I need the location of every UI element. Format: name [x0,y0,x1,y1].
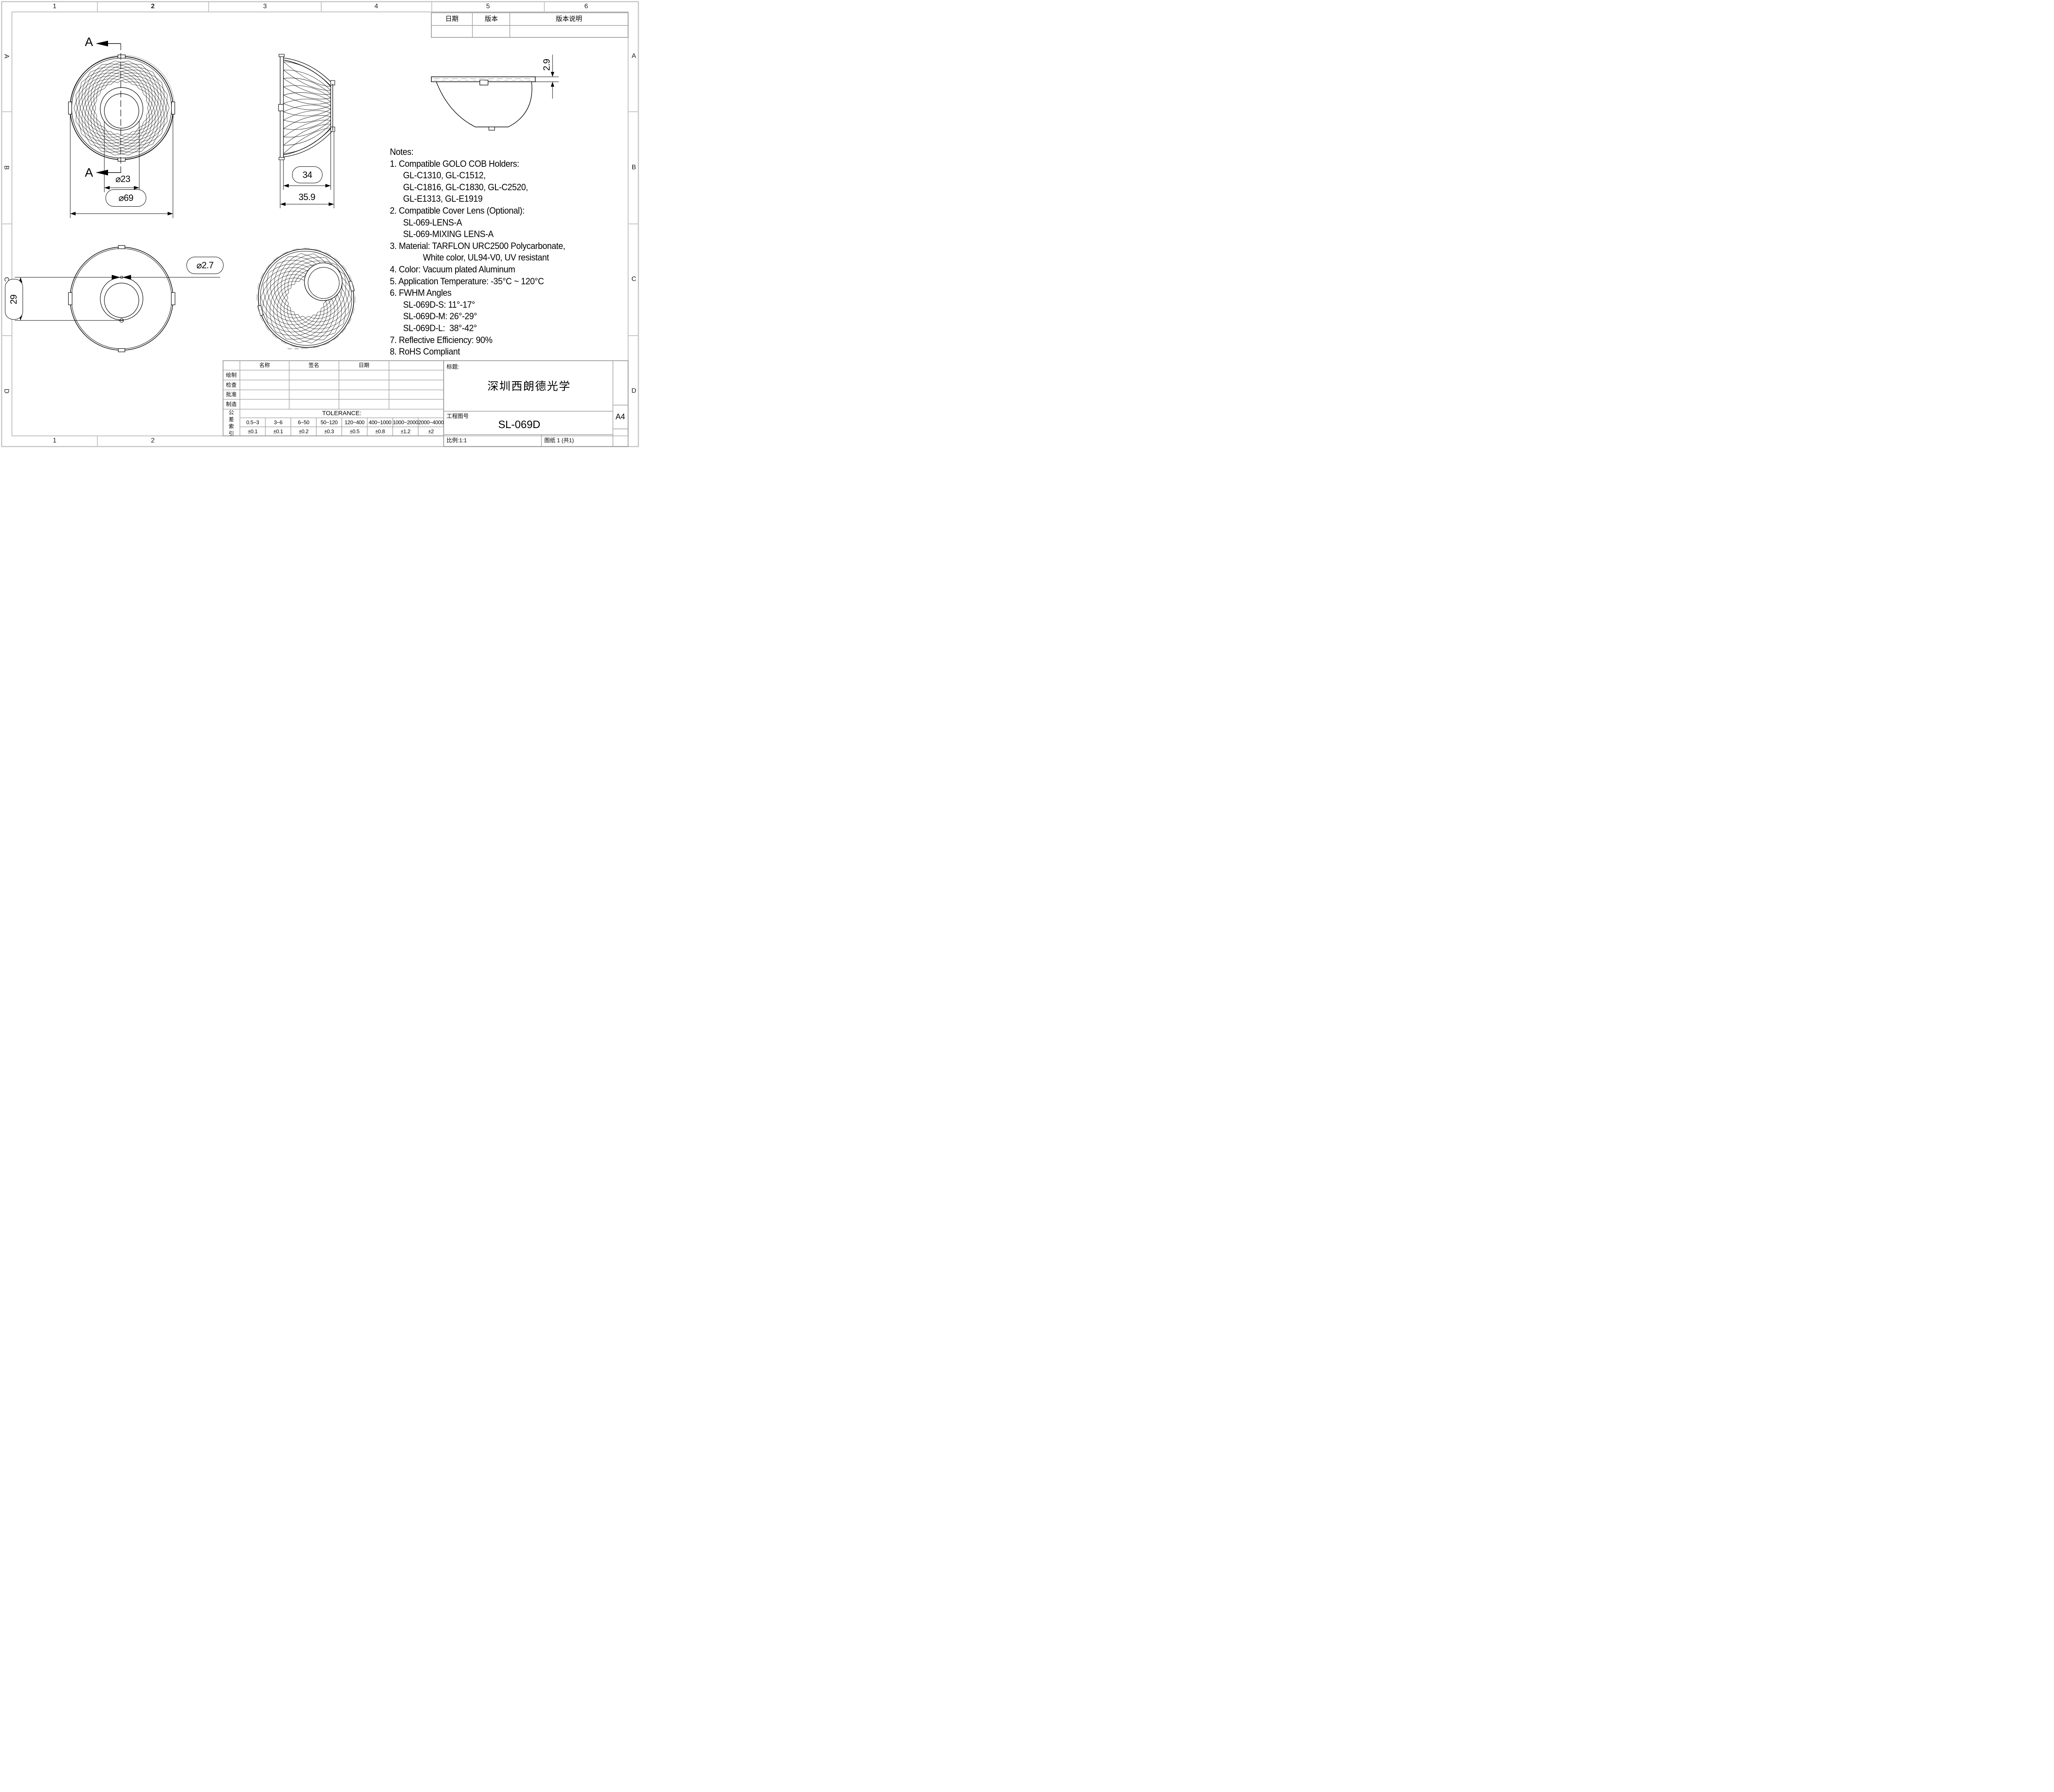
sign-row-drawn: 绘制 [226,372,237,378]
zone-col-2: 2 [151,3,155,10]
tolerance-range: 400~1000 [368,419,391,426]
title-label: 标题: [447,364,459,370]
tolerance-index-char: 索 [228,423,234,430]
front-view [68,54,175,162]
revision-date-header: 日期 [445,16,459,23]
section-arrow-label-top: A [85,35,93,49]
scale-label: 比例:1:1 [447,437,467,444]
note-line: SL-069D-L: 38°-42° [390,322,477,333]
tolerance-range: 50~120 [320,419,338,426]
dim-front-outer-balloon: ⌀69 [106,189,146,207]
dim-side-total: 35.9 [298,192,315,202]
revision-description-header: 版本说明 [555,16,583,23]
zone-col-2-bottom: 2 [151,437,155,444]
cad-linework [1,1,639,447]
note-line: White color, UL94-V0, UV resistant [390,252,549,263]
note-line: 4. Color: Vacuum plated Aluminum [390,264,515,274]
tolerance-index-char: 引 [228,430,234,437]
zone-col-1: 1 [53,3,57,10]
zone-row-d-right: D [631,387,636,394]
dim-back-hole-balloon: ⌀2.7 [187,257,223,274]
sign-row-checked: 检查 [226,382,237,388]
sign-col-name: 名称 [259,362,270,369]
dim-front-outer: ⌀69 [118,193,134,203]
tolerance-value: ±0.3 [324,428,334,435]
tolerance-index-char: 公 [228,409,234,416]
note-line: 6. FWHM Angles [390,288,451,298]
dim-back-pitch-balloon: 29 [5,279,23,320]
note-line: SL-069-LENS-A [390,217,462,228]
tolerance-value: ±1.2 [401,428,410,435]
tolerance-value: ±0.1 [273,428,283,435]
dim-side-depth-balloon: 34 [292,166,322,183]
drawing-sheet: 1 2 3 4 5 6 1 2 A B C D A B C D 日期 版本 版本… [0,0,640,448]
note-line: 8. RoHS Compliant [390,346,460,357]
zone-col-6: 6 [584,3,588,10]
note-line: 5. Application Temperature: -35°C ~ 120°… [390,276,544,286]
dim-back-pitch: 29 [9,294,19,304]
revision-version-header: 版本 [484,16,498,23]
drawing-no-label: 工程图号 [447,413,469,419]
sign-col-signature: 签名 [308,362,320,369]
note-line: 3. Material: TARFLON URC2500 Polycarbona… [390,240,565,251]
sign-row-manufactured: 制造 [226,401,237,408]
zone-col-4: 4 [374,3,378,10]
dim-front-hole: ⌀23 [115,174,131,184]
note-line: Notes: [390,147,414,157]
dim-side-depth: 34 [302,169,312,180]
tolerance-range: 2000~4000 [418,419,444,426]
note-line: GL-C1816, GL-C1830, GL-C2520, [390,182,528,192]
dim-flange-thickness: 2.9 [541,59,552,71]
tolerance-value: ±0.2 [299,428,309,435]
tolerance-value: ±2 [428,428,434,435]
back-view [68,245,175,352]
note-line: 2. Compatible Cover Lens (Optional): [390,205,525,216]
drawing-number: SL-069D [498,418,541,431]
note-line: SL-069D-M: 26°-29° [390,311,477,322]
notes-block: Notes: 1. Compatible GOLO COB Holders: G… [390,146,565,358]
tolerance-range: 120~400 [344,419,365,426]
perspective-view [256,248,356,349]
tolerance-range: 0.5~3 [246,419,259,426]
zone-row-d-left: D [3,389,10,394]
tolerance-range: 6~50 [298,419,309,426]
sheet-label: 图纸 1 (共1) [544,437,574,444]
tolerance-index-char: 差 [228,416,234,423]
paper-size: A4 [615,412,625,422]
note-line: GL-C1310, GL-C1512, [390,170,486,181]
zone-col-3: 3 [263,3,267,10]
company-name: 深圳西朗德光学 [487,380,571,393]
zone-row-c-right: C [631,276,636,283]
side-view [278,54,335,160]
sign-row-approved: 批准 [226,391,237,398]
zone-row-b-right: B [631,164,636,171]
sign-col-date: 日期 [358,362,370,369]
note-line: GL-E1313, GL-E1919 [390,193,483,204]
zone-row-a-left: A [3,54,10,59]
dim-back-hole: ⌀2.7 [196,260,214,270]
zone-row-b-left: B [3,165,10,170]
tolerance-range: 1000~2000 [393,419,418,426]
note-line: SL-069D-S: 11°-17° [390,299,475,310]
section-arrow-label-bottom: A [85,166,93,180]
zone-col-5: 5 [486,3,490,10]
tolerance-value: ±0.1 [248,428,258,435]
section-view [431,76,536,131]
zone-col-1-bottom: 1 [53,437,57,444]
tolerance-value: ±0.5 [350,428,359,435]
tolerance-range: 3~6 [274,419,283,426]
tolerance-title: TOLERANCE: [322,410,362,417]
note-line: 7. Reflective Efficiency: 90% [390,334,493,345]
note-line: SL-069-MIXING LENS-A [390,229,494,240]
note-line: 1. Compatible GOLO COB Holders: [390,158,519,169]
tolerance-value: ±0.8 [375,428,385,435]
zone-row-a-right: A [631,53,636,60]
